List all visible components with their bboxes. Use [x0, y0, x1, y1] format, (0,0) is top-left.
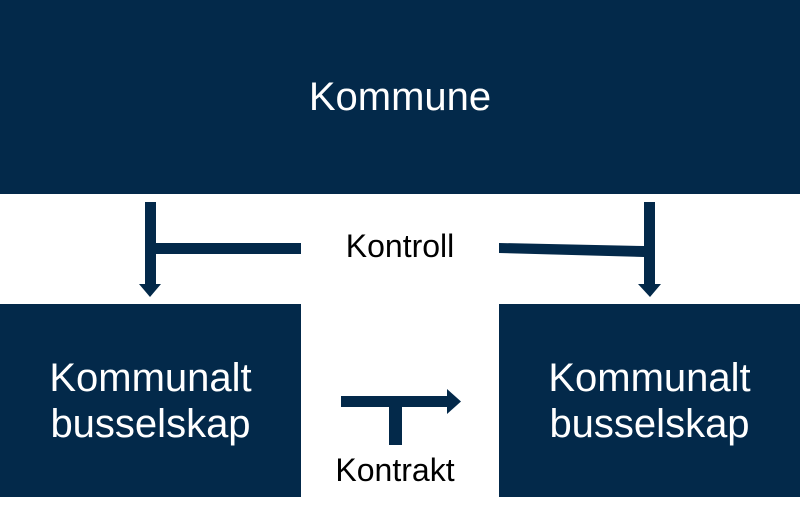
node-busselskap-left: Kommunalt busselskap — [0, 304, 301, 497]
contract-arrowhead — [447, 389, 461, 414]
control-arrowhead-left — [139, 284, 161, 297]
contract-label: Kontrakt — [335, 452, 455, 488]
contract-bar — [341, 396, 448, 407]
control-stem-left — [145, 202, 156, 286]
control-bar-right — [499, 243, 644, 257]
control-stem-right — [644, 202, 655, 286]
control-arrowhead-right — [638, 284, 661, 297]
control-bar-left — [156, 243, 301, 254]
node-busselskap-left-label: Kommunalt busselskap — [49, 355, 252, 446]
contract-stem — [389, 407, 402, 445]
node-kommune: Kommune — [0, 0, 800, 194]
node-busselskap-right: Kommunalt busselskap — [499, 304, 800, 497]
control-label: Kontroll — [345, 228, 455, 264]
node-kommune-label: Kommune — [308, 74, 492, 119]
node-busselskap-right-label: Kommunalt busselskap — [548, 355, 751, 446]
